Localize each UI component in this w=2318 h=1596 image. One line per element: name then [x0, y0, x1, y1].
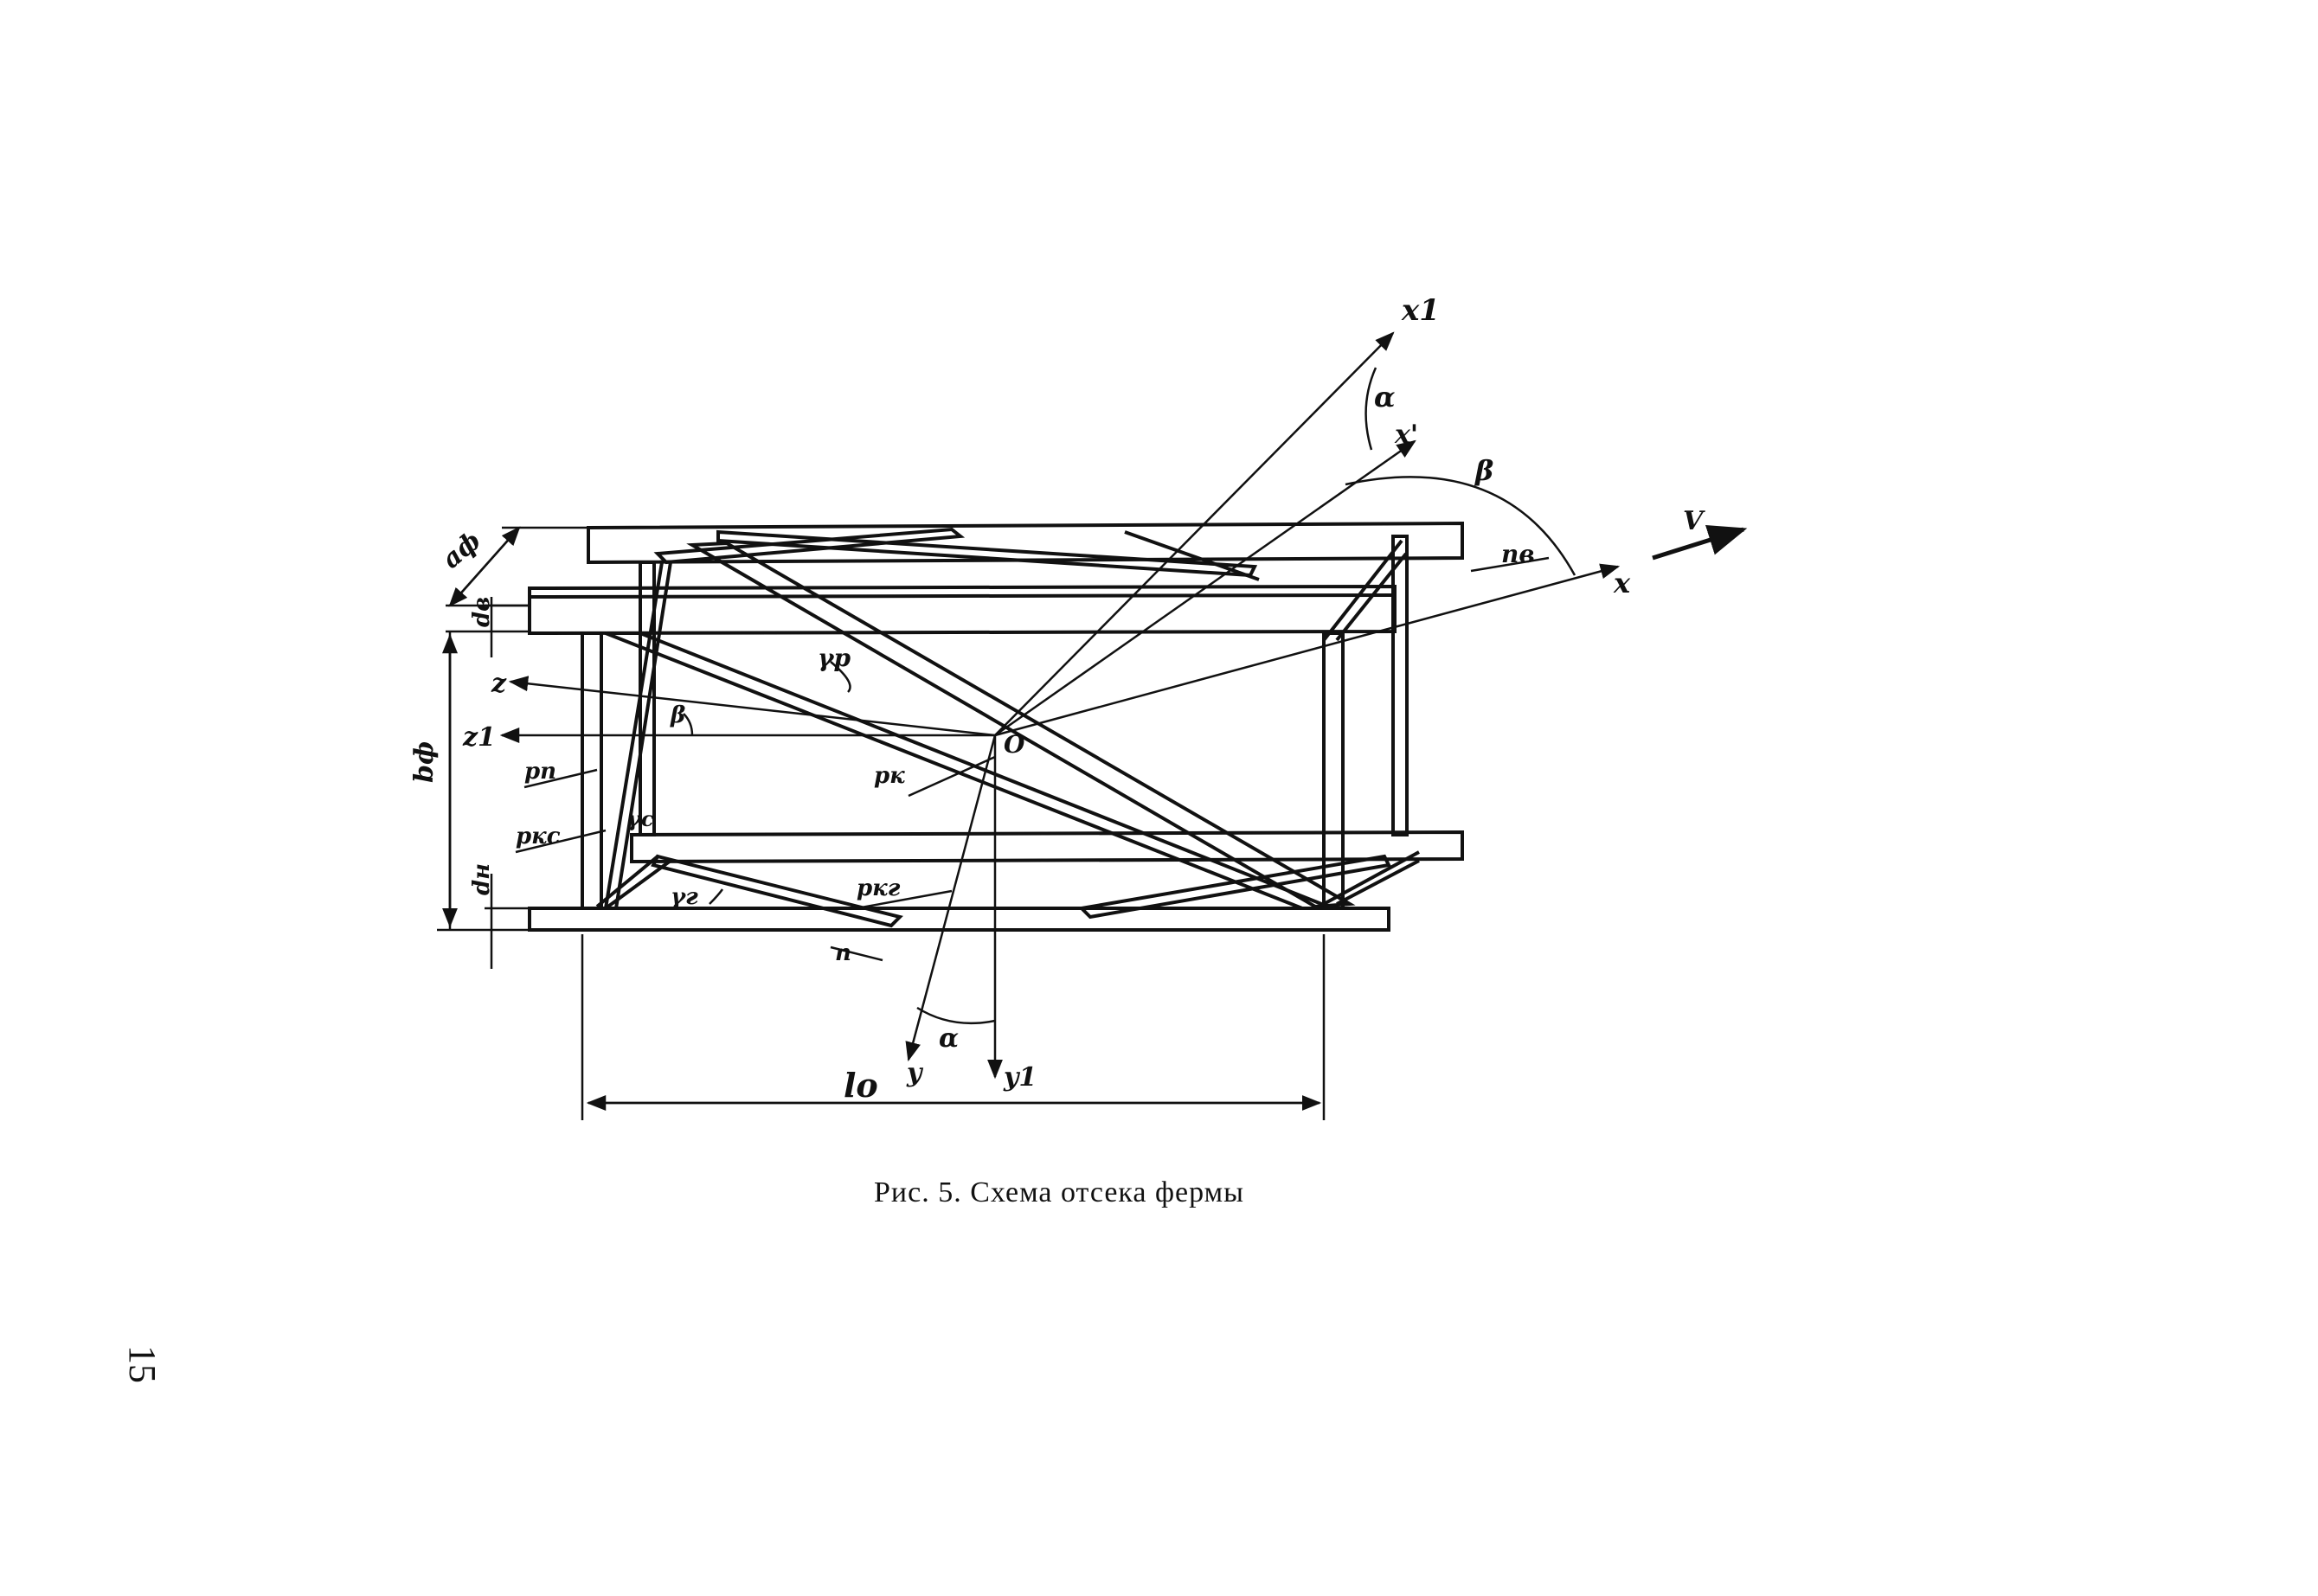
diagram-labels: aф dв bф dн z z1 рп ркс γс β γр O рк γг … — [409, 293, 1705, 1105]
label-alpha-top: α — [1374, 381, 1396, 413]
label-pkc: ркс — [516, 824, 561, 849]
label-x: x — [1613, 567, 1631, 599]
label-d-bottom: dн — [469, 863, 495, 895]
main-diagonal-brace — [686, 541, 1356, 909]
right-back-post — [1391, 535, 1409, 836]
bottom-diagonal-1 — [651, 854, 903, 928]
label-beta-top: β — [1474, 454, 1493, 487]
left-back-post — [639, 561, 656, 836]
bottom-back-chord — [630, 830, 1464, 864]
label-beta-left: β — [670, 702, 685, 728]
label-d-top: dв — [469, 597, 495, 627]
label-y: y — [906, 1058, 924, 1088]
label-a-phi: aф — [436, 526, 486, 575]
label-nb: пв — [1501, 540, 1535, 568]
label-b-phi: bф — [409, 741, 440, 783]
label-alpha-bottom: α — [939, 1023, 959, 1054]
label-pk: рк — [874, 763, 905, 789]
front-diagonal-brace — [605, 631, 1333, 910]
top-diagonal-1 — [653, 527, 966, 565]
bottom-front-chord — [528, 907, 1390, 932]
label-z1: z1 — [462, 722, 496, 753]
label-x1: x1 — [1401, 293, 1440, 328]
label-gamma-p: γр — [818, 644, 851, 672]
label-gamma-g: γг — [671, 884, 698, 910]
page-number: 15 — [121, 1345, 164, 1383]
top-back-chord — [587, 521, 1464, 565]
dimension-lines — [437, 526, 1326, 1120]
label-pkg: ркг — [857, 875, 901, 901]
right-front-post — [1322, 631, 1345, 910]
coordinate-axes — [499, 331, 1748, 1080]
label-n: п — [835, 940, 851, 966]
truss-structure — [528, 521, 1464, 932]
label-x-prime: x' — [1394, 420, 1418, 450]
figure-caption: Рис. 5. Схема отсека фермы — [874, 1176, 1244, 1208]
label-l-o: lо — [844, 1066, 878, 1105]
label-gamma-c: γс — [627, 806, 654, 831]
label-pn: рп — [524, 759, 556, 785]
left-front-post — [581, 631, 603, 910]
label-y1: y1 — [1003, 1062, 1037, 1093]
label-z: z — [491, 669, 507, 699]
label-V: V — [1683, 506, 1705, 536]
label-origin: O — [1004, 730, 1025, 759]
bottom-diagonal-2 — [1077, 854, 1391, 920]
